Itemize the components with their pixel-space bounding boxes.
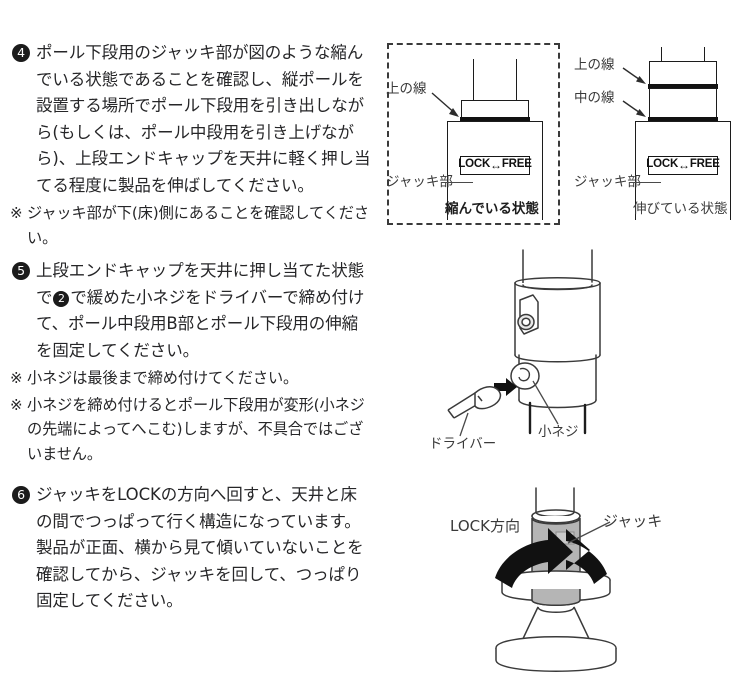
jack-part-label: ジャッキ部 bbox=[386, 174, 453, 190]
rotation-arrow-left-icon bbox=[495, 528, 573, 588]
step-6-text: 6 ジャッキをLOCKの方向へ回すと、天井と床の間でつっぱって行く構造になってい… bbox=[10, 482, 372, 615]
push-arrow-icon bbox=[494, 378, 517, 396]
step-4-text: 4 ポール下段用のジャッキ部が図のような縮んでいる状態であることを確認し、縦ポー… bbox=[10, 40, 372, 250]
step-4-paragraph: 4 ポール下段用のジャッキ部が図のような縮んでいる状態であることを確認し、縦ポー… bbox=[10, 40, 372, 199]
lock-free-arrow-icon: ↔ bbox=[678, 158, 690, 172]
driver-leader-line bbox=[459, 412, 469, 437]
note-mark-icon: ※ bbox=[10, 369, 23, 387]
step-4-note-1-text: ジャッキ部が下(床)側にあることを確認してください。 bbox=[27, 204, 369, 247]
pole-upper-section bbox=[649, 61, 717, 87]
upper-line-band bbox=[460, 117, 530, 122]
extended-state-caption: 伸びている状態 bbox=[633, 201, 728, 217]
step-4-number-marker: 4 bbox=[12, 44, 30, 62]
step-5-note-1: ※ 小ネジは最後まで締め付けてください。 bbox=[10, 366, 372, 391]
step-5-number-marker: 5 bbox=[12, 262, 30, 280]
step-6-body: ジャッキをLOCKの方向へ回すと、天井と床の間でつっぱって行く構造になっています… bbox=[36, 485, 364, 610]
step-6-number-marker: 6 bbox=[12, 486, 30, 504]
inner-pole bbox=[473, 59, 517, 102]
jack-part-leader-line bbox=[629, 182, 661, 184]
upper-line-leader-arrow bbox=[431, 92, 459, 117]
upper-line-leader-arrow bbox=[622, 67, 646, 117]
small-screw-label: 小ネジ bbox=[538, 424, 579, 440]
upper-line-band bbox=[648, 84, 718, 89]
middle-line-band bbox=[648, 117, 718, 122]
contracted-state-caption: 縮んでいる状態 bbox=[445, 201, 539, 217]
step-5-body-part2: で緩めた小ネジをドライバーで締め付けて、ポール中段用B部とポール下段用の伸縮を固… bbox=[36, 287, 365, 360]
lock-label: LOCK bbox=[646, 158, 679, 171]
figure-jack-rotation: LOCK方向 ジャッキ bbox=[440, 470, 750, 685]
step-5-note-1-text: 小ネジは最後まで締め付けてください。 bbox=[27, 369, 299, 387]
free-label: FREE bbox=[689, 158, 720, 171]
step-4-note-1: ※ ジャッキ部が下(床)側にあることを確認してください。 bbox=[10, 201, 372, 250]
jack-illustration bbox=[495, 487, 617, 672]
jack-label: ジャッキ bbox=[603, 512, 663, 530]
lock-label: LOCK bbox=[458, 158, 491, 171]
free-label: FREE bbox=[501, 158, 532, 171]
small-screw-head bbox=[510, 362, 540, 390]
inline-step-2-reference: 2 bbox=[53, 290, 70, 307]
middle-line-label: 中の線 bbox=[574, 90, 615, 106]
contracted-state-highlight-box bbox=[387, 43, 560, 225]
pole-joint-illustration bbox=[447, 249, 601, 437]
lock-free-plate: LOCK↔FREE bbox=[646, 156, 720, 175]
step-5-body-part1: 上段エンドキャップを天井に押し当てた状態で bbox=[36, 261, 365, 307]
step-5-note-2-text: 小ネジを締め付けるとポール下段用が変形(小ネジの先端によってへこむ)しますが、不… bbox=[27, 395, 365, 463]
step-4-body: ポール下段用のジャッキ部が図のような縮んでいる状態であることを確認し、縦ポールを… bbox=[36, 43, 371, 195]
screwdriver-label: ドライバー bbox=[429, 436, 497, 452]
figure-screw-tightening: ドライバー 小ネジ bbox=[420, 249, 750, 465]
step-5-note-2: ※ 小ネジを締め付けるとポール下段用が変形(小ネジの先端によってへこむ)しますが… bbox=[10, 393, 372, 467]
note-mark-icon: ※ bbox=[10, 204, 23, 222]
lock-free-plate: LOCK↔FREE bbox=[458, 156, 532, 175]
screw-leader-line bbox=[532, 380, 559, 425]
rotation-arrow-right-icon bbox=[566, 529, 607, 584]
screwdriver-illustration bbox=[447, 385, 502, 419]
lock-direction-label: LOCK方向 bbox=[450, 517, 520, 535]
upper-line-label: 上の線 bbox=[574, 57, 615, 73]
jack-base-disc bbox=[495, 636, 617, 672]
upper-line-label: 上の線 bbox=[386, 81, 427, 97]
lock-free-arrow-icon: ↔ bbox=[490, 158, 502, 172]
pole-middle-section bbox=[649, 88, 717, 121]
jack-flange bbox=[501, 570, 611, 606]
step-6-paragraph: 6 ジャッキをLOCKの方向へ回すと、天井と床の間でつっぱって行く構造になってい… bbox=[10, 482, 372, 615]
jack-part-leader-line bbox=[441, 182, 473, 184]
note-mark-icon: ※ bbox=[10, 395, 23, 414]
inner-pole bbox=[661, 47, 705, 63]
jack-leader-line bbox=[567, 521, 611, 544]
jack-part-label: ジャッキ部 bbox=[574, 174, 641, 190]
